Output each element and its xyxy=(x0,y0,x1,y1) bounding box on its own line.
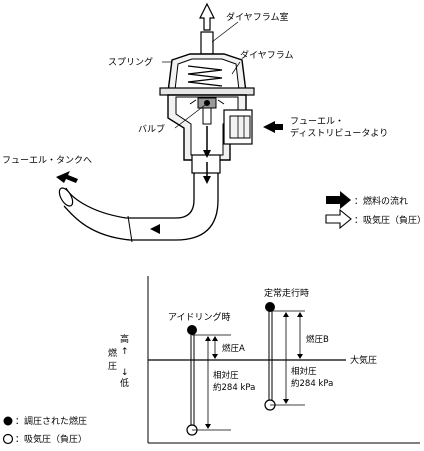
label-to-tank: フューエル・タンクへ xyxy=(2,155,92,166)
steady-fuel-pressure-label: 燃圧B xyxy=(306,334,329,345)
intake-pressure-legend-icon xyxy=(325,208,352,230)
fuel-flow-arrow-to-tank xyxy=(56,171,78,183)
label-spring: スプリング xyxy=(108,56,153,68)
steady-regulated-pressure-dot xyxy=(265,302,275,312)
legend-fuel-flow: ：燃料の流れ xyxy=(354,195,408,207)
fuel-flow-legend-icon xyxy=(326,191,351,209)
inlet-fitting xyxy=(223,109,253,145)
fuel-flow-arrow-inlet xyxy=(263,121,283,133)
chart-legend: ：調圧された燃圧 ：吸気圧（負圧） xyxy=(2,415,87,445)
valve xyxy=(189,97,225,125)
label-diaphragm: ダイヤフラム xyxy=(240,49,293,61)
y-down-arrow: ↓ xyxy=(121,368,129,378)
steady-relative-value: 約284 kPa xyxy=(291,378,333,389)
fuel-flow-arrow-down xyxy=(203,176,211,184)
regulated-pressure-legend-icon xyxy=(3,416,13,426)
label-diaphragm-chamber: ダイヤフラム室 xyxy=(226,11,288,23)
return-pipe xyxy=(58,154,221,243)
y-up-arrow: ↑ xyxy=(121,347,129,357)
spring xyxy=(187,65,223,87)
diaphragm xyxy=(159,87,255,96)
leader-lines xyxy=(162,21,241,129)
vacuum-outlet xyxy=(199,2,215,55)
y-high: 高 xyxy=(120,333,129,345)
legend-intake-pressure: ：吸気圧（負圧） xyxy=(354,214,424,226)
condition-idle: アイドリング時 燃圧A 相対圧 約284 kPa xyxy=(168,311,255,436)
label-from-distributor-2: ディストリビュータより xyxy=(290,127,388,139)
idle-label: アイドリング時 xyxy=(168,311,231,323)
regulator-diagram: ダイヤフラム室 スプリング ダイヤフラム バルブ フューエル・ ディストリビュー… xyxy=(2,2,424,243)
y-low: 低 xyxy=(120,377,129,389)
idle-relative-label: 相対圧 xyxy=(213,370,239,381)
legend-intake-pressure-chart: ：吸気圧（負圧） xyxy=(15,433,87,445)
idle-relative-value: 約284 kPa xyxy=(213,382,255,393)
intake-pressure-arrow-up xyxy=(199,2,215,31)
label-atmospheric: 大気圧 xyxy=(350,354,377,366)
condition-steady: 定常走行時 燃圧B 相対圧 約284 kPa xyxy=(264,287,333,411)
regulator-legend: ：燃料の流れ ：吸気圧（負圧） xyxy=(325,191,424,230)
steady-relative-label: 相対圧 xyxy=(291,366,317,377)
pressure-chart: 大気圧 高 ↑ 燃 圧 ↓ 低 アイドリング時 燃圧A 相対圧 約284 xyxy=(2,276,420,445)
y-title-1: 燃 xyxy=(108,347,117,359)
y-title-2: 圧 xyxy=(108,361,117,372)
legend-regulated-pressure: ：調圧された燃圧 xyxy=(15,415,87,427)
intake-pressure-dot-legend-icon xyxy=(2,433,14,445)
idle-fuel-pressure-label: 燃圧A xyxy=(222,343,245,354)
steady-label: 定常走行時 xyxy=(264,287,309,299)
label-from-distributor-1: フューエル・ xyxy=(290,117,344,127)
fuel-flow-arrow-pipe xyxy=(150,224,160,234)
label-valve: バルブ xyxy=(138,123,165,135)
idle-regulated-pressure-dot xyxy=(187,325,197,335)
